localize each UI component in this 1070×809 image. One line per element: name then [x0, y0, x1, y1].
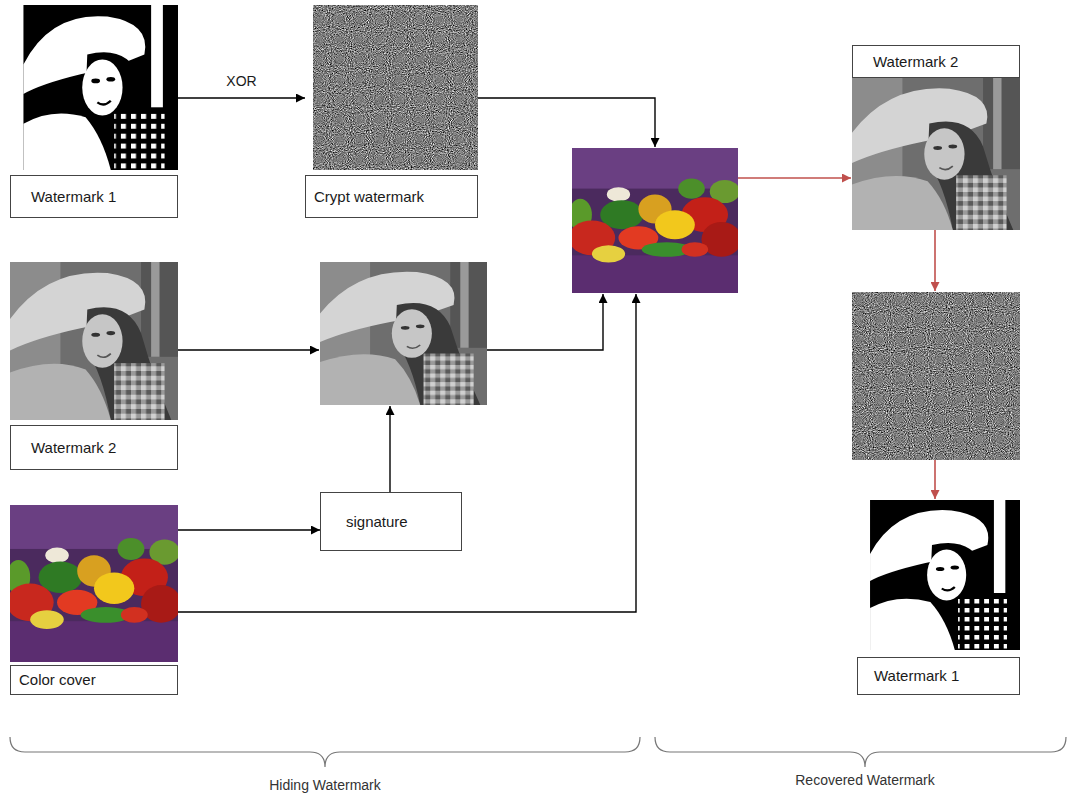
recovered-gray-image: [852, 78, 1020, 230]
caption-box: Watermark 1: [857, 657, 1020, 695]
binary-watermark-image: [10, 5, 178, 170]
arrow: [934, 460, 936, 499]
arrow: [389, 406, 390, 492]
image-panel: Watermark 2: [10, 262, 178, 470]
image-panel: Color cover: [10, 505, 178, 695]
arrow: [178, 349, 319, 350]
image-panel: Crypt watermark: [305, 5, 478, 218]
node-label: Watermark 1: [874, 667, 959, 685]
caption-box: Color cover: [10, 665, 178, 695]
embed-arrows: [178, 98, 655, 612]
arrow: [478, 98, 655, 147]
braces: [10, 737, 1066, 767]
edge-label: XOR: [224, 73, 258, 90]
section-label: Recovered Watermark: [795, 772, 935, 789]
node-label: Watermark 2: [873, 53, 958, 71]
node-label: Color cover: [19, 671, 96, 689]
color-cover-image: [7, 505, 182, 662]
node-label: Watermark 1: [31, 188, 116, 206]
node-label: Watermark 2: [31, 439, 116, 457]
gray-watermark-image: [10, 262, 178, 420]
image-panel: Watermark 2: [852, 45, 1020, 230]
arrow-connector: [178, 97, 305, 98]
arrow: [934, 230, 936, 291]
arrow-connector: [178, 529, 320, 530]
signed-watermark-image: [320, 262, 487, 405]
section-label: Hiding Watermark: [269, 777, 381, 794]
image-panel: Watermark 1: [10, 5, 178, 218]
brace: [10, 737, 640, 767]
noise-image: [852, 292, 1020, 460]
arrow: [738, 177, 851, 179]
brace: [655, 737, 1066, 767]
noise-image: [313, 5, 478, 170]
process-box: signature: [320, 492, 462, 551]
recovery-arrows: [738, 178, 935, 499]
image-panel: Watermark 1: [857, 500, 1020, 695]
caption-box: Watermark 1: [10, 175, 178, 218]
arrow: [178, 294, 636, 612]
node-label: signature: [346, 513, 408, 531]
arrow: [487, 294, 603, 350]
caption-box: Watermark 2: [852, 45, 1020, 78]
recovered-binary-image: [857, 500, 1020, 650]
watermarked-image: [569, 148, 742, 293]
caption-box: Watermark 2: [10, 425, 178, 470]
caption-box: Crypt watermark: [305, 175, 478, 218]
node-label: Crypt watermark: [314, 188, 424, 206]
